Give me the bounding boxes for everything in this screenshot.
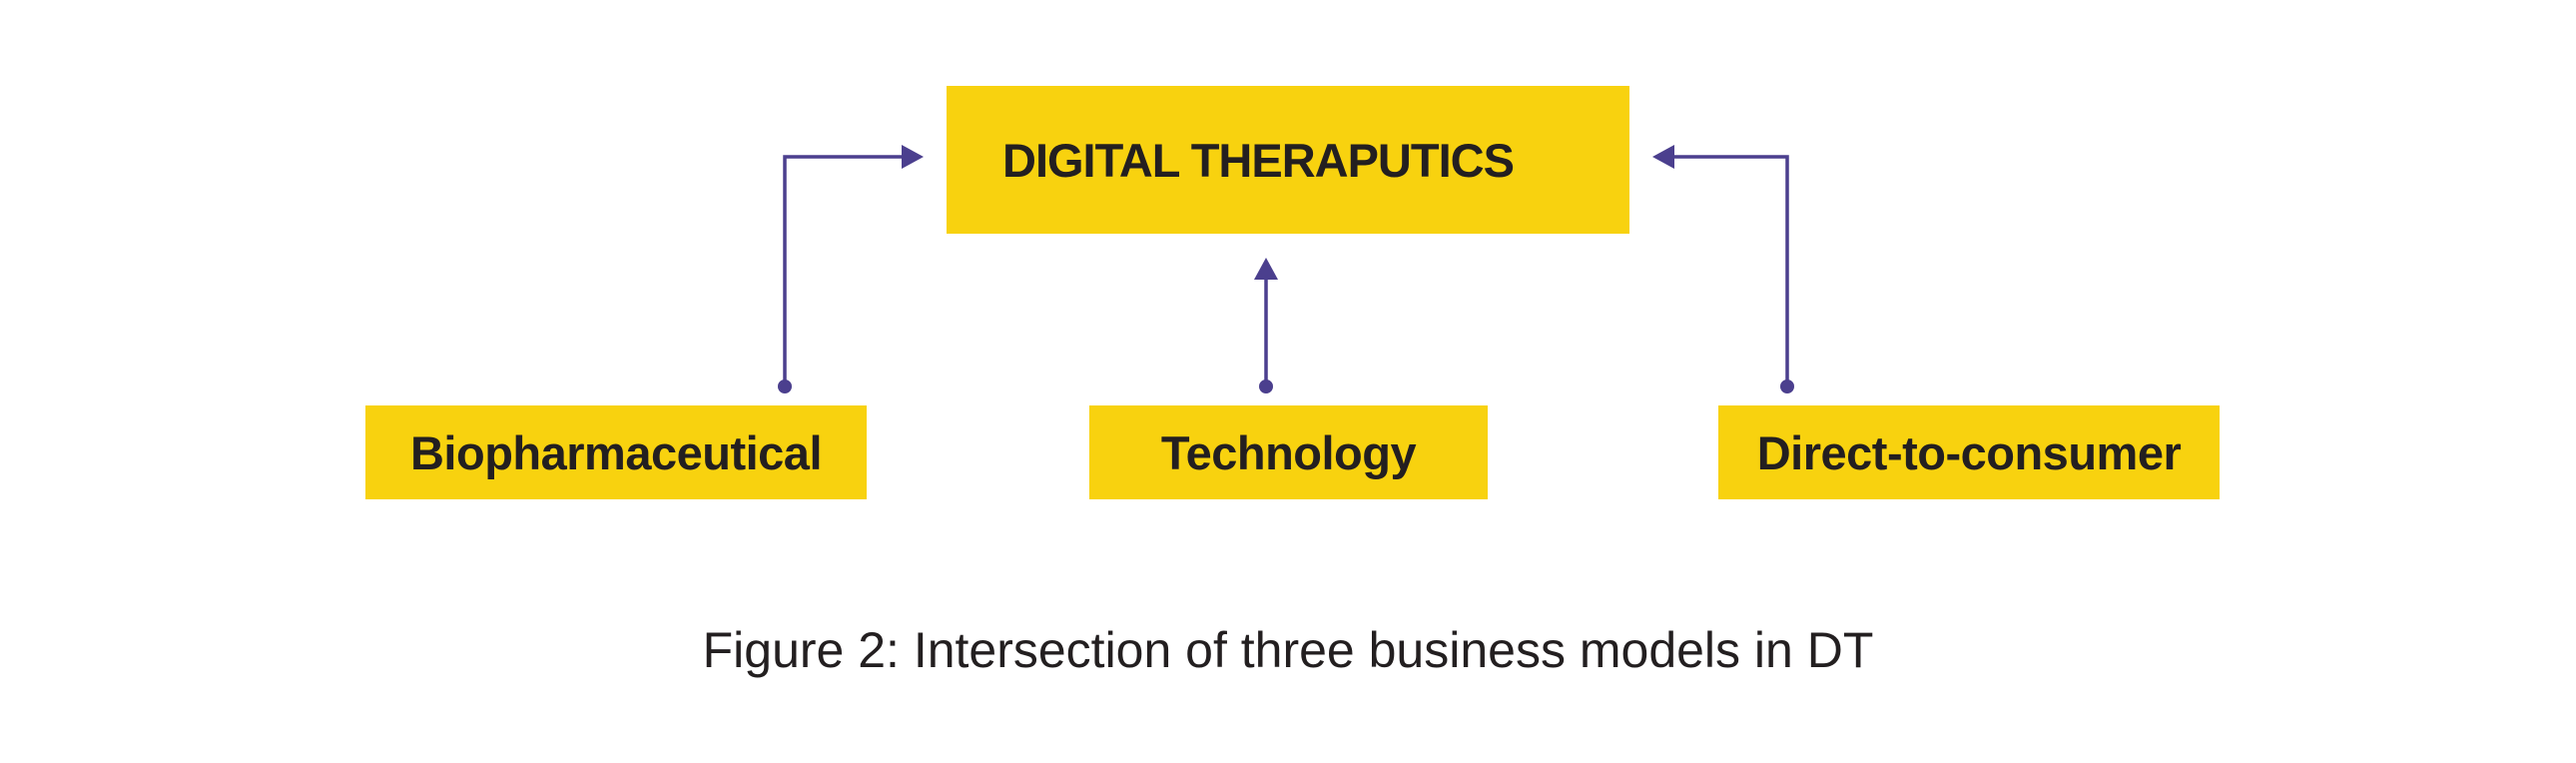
edge-direct-to-consumer-to-main (1652, 145, 1794, 393)
edge-start-dot (1259, 380, 1273, 393)
node-technology: Technology (1089, 405, 1488, 499)
node-label: Direct-to-consumer (1756, 425, 2182, 479)
node-biopharmaceutical: Biopharmaceutical (365, 405, 867, 499)
node-digital-therapeutics: DIGITAL THERAPUTICS (947, 86, 1629, 234)
arrowhead-up (1254, 258, 1278, 280)
node-label: Biopharmaceutical (409, 425, 823, 479)
node-label: Technology (1160, 425, 1417, 479)
edge-start-dot (1780, 380, 1794, 393)
node-direct-to-consumer: Direct-to-consumer (1718, 405, 2220, 499)
node-label: DIGITAL THERAPUTICS (1002, 133, 1515, 187)
arrowhead-left (1652, 145, 1674, 169)
figure-caption: Figure 2: Intersection of three business… (702, 622, 1874, 678)
edge-technology-to-main (1254, 258, 1278, 393)
edge-start-dot (778, 380, 792, 393)
edge-biopharmaceutical-to-main (778, 145, 924, 393)
arrowhead-right (902, 145, 924, 169)
